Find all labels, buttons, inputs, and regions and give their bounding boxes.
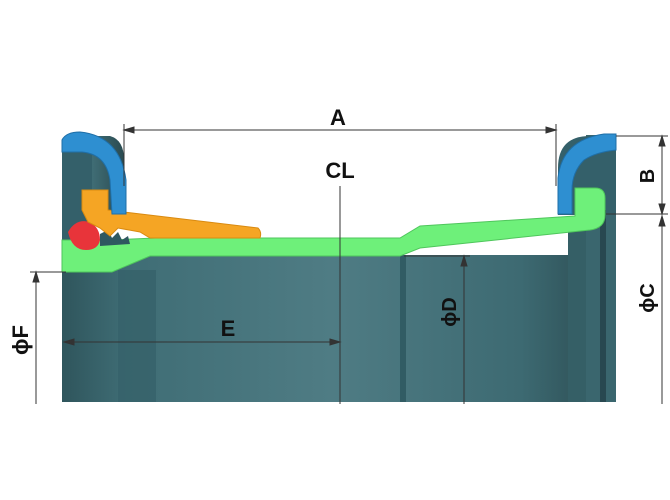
lining bbox=[61, 187, 606, 273]
gasket-teeth bbox=[100, 230, 130, 246]
dim-b-arrow-bottom bbox=[658, 203, 666, 216]
dim-f-arrow-top bbox=[32, 270, 40, 283]
dim-c-arrow-top bbox=[658, 214, 666, 227]
red-seal bbox=[68, 221, 100, 250]
bore-shade-right bbox=[568, 230, 588, 402]
label-e: E bbox=[221, 316, 236, 341]
dim-b-arrow-top bbox=[658, 134, 666, 147]
label-b: B bbox=[637, 169, 659, 183]
bore-shade-left bbox=[118, 270, 156, 402]
right-wall-highlight bbox=[600, 210, 606, 402]
dim-a-arrow-left bbox=[122, 126, 135, 134]
label-d: ϕD bbox=[439, 297, 461, 326]
dim-e-arrow-right bbox=[329, 338, 342, 346]
dimension-lines bbox=[30, 124, 668, 404]
label-f: ϕF bbox=[8, 325, 33, 355]
right-blue-seal bbox=[557, 133, 617, 215]
dim-a-arrow-right bbox=[545, 126, 558, 134]
label-a: A bbox=[330, 105, 346, 130]
label-c: ϕC bbox=[637, 283, 659, 312]
left-blue-seal bbox=[61, 131, 127, 215]
label-cl: CL bbox=[325, 158, 354, 183]
orange-retainer bbox=[81, 189, 262, 239]
bore-shade-mid bbox=[400, 255, 406, 402]
dim-d-arrow-top bbox=[460, 254, 468, 267]
dim-e-arrow-left bbox=[62, 338, 75, 346]
